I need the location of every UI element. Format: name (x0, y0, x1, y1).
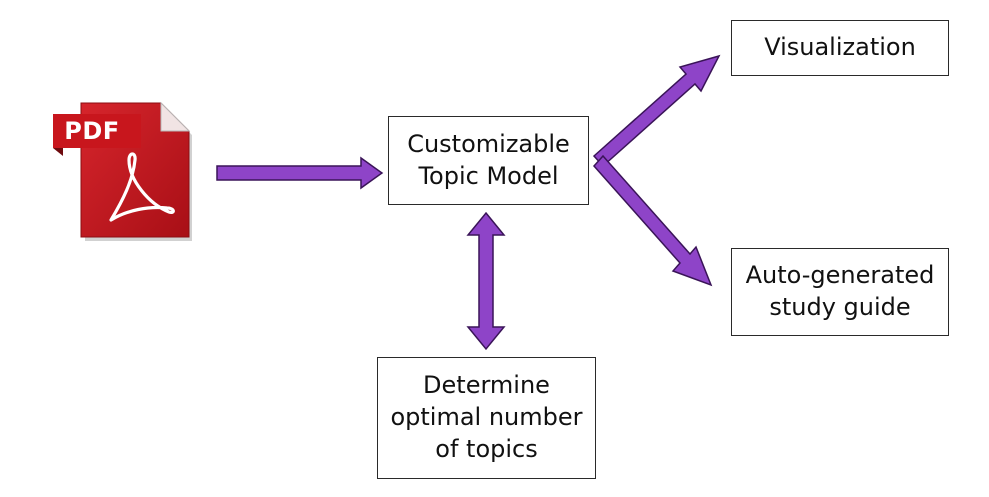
node-label-line: Customizable (407, 129, 570, 158)
arrow-topic-model-to-optimal-topics (466, 211, 506, 351)
arrow-pdf-to-topic-model (216, 156, 384, 190)
node-customizable-topic-model: Customizable Topic Model (388, 116, 589, 205)
node-label-line: Determine (423, 371, 550, 400)
node-auto-generated-study-guide: Auto-generated study guide (731, 248, 949, 336)
arrow-topic-model-to-study-guide (592, 154, 713, 287)
node-label-line: Visualization (764, 33, 916, 62)
node-label-line: Auto-generated (745, 261, 935, 290)
node-label-line: Topic Model (418, 161, 559, 190)
node-label-line: study guide (769, 293, 911, 321)
pdf-file-icon: PDF (53, 100, 193, 242)
node-visualization: Visualization (731, 20, 949, 76)
node-label-line: optimal number (390, 403, 583, 432)
node-label-line: of topics (435, 434, 538, 463)
arrow-topic-model-to-visualization (592, 54, 721, 168)
pdf-label: PDF (64, 117, 120, 145)
node-determine-optimal-number-of-topics: Determine optimal number of topics (377, 357, 596, 479)
